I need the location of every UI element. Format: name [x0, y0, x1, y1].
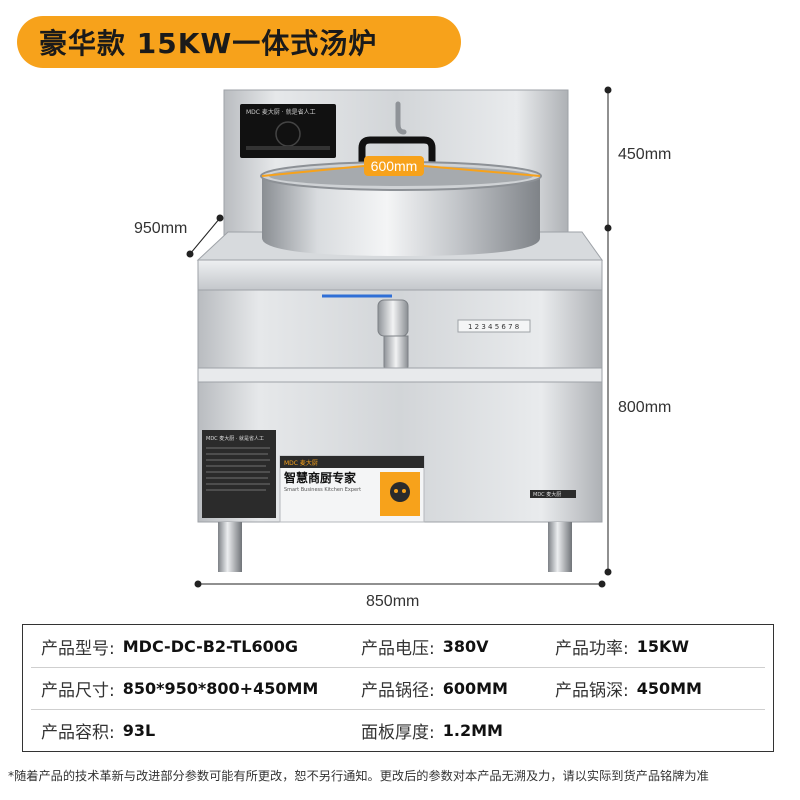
spec-label: 产品锅径:	[361, 680, 435, 701]
brand-label-logo: MDC 麦大厨	[284, 459, 318, 467]
pot-diameter-marker	[364, 156, 424, 176]
spec-label: 产品型号:	[41, 638, 115, 659]
side-logo-plate	[530, 490, 576, 498]
pot-handle-icon	[358, 136, 436, 170]
spec-value: 600MM	[442, 678, 508, 698]
instruction-sticker-brand: MDC 麦大厨 · 就是省人工	[206, 435, 264, 442]
spec-size: 产品尺寸: 850*950*800+450MM	[41, 667, 318, 709]
spec-value: 1.2MM	[442, 720, 503, 740]
spec-label: 产品容积:	[41, 722, 115, 743]
title-banner: 豪华款 15KW一体式汤炉	[17, 16, 461, 68]
instruction-sticker	[202, 430, 276, 518]
control-display-brand: MDC 麦大厨 · 就是省人工	[246, 108, 316, 116]
spec-value: 15KW	[636, 636, 690, 656]
spec-table: 产品型号: MDC-DC-B2-TL600G 产品电压: 380V 产品功率: …	[22, 624, 774, 752]
page-title: 豪华款 15KW一体式汤炉	[39, 27, 378, 60]
spec-model: 产品型号: MDC-DC-B2-TL600G	[41, 625, 298, 667]
side-logo-text: MDC 麦大厨	[533, 491, 561, 498]
leg-left	[218, 522, 242, 572]
spec-volume: 产品容积: 93L	[41, 709, 155, 751]
spec-label: 产品锅深:	[555, 680, 629, 701]
spec-pot-depth: 产品锅深: 450MM	[555, 667, 702, 709]
soup-stove-illustration: MDC 麦大厨 · 就是省人工 600mm 1 2 3 4 5 6 7 8 MD…	[186, 86, 612, 588]
spec-power: 产品功率: 15KW	[555, 625, 689, 667]
spec-pot-diameter: 产品锅径: 600MM	[361, 667, 508, 709]
spec-label: 产品电压:	[361, 638, 435, 659]
brand-label-subtitle: Smart Business Kitchen Expert	[284, 487, 361, 493]
display-strip	[246, 146, 330, 150]
dimension-body-height: 800mm	[618, 399, 672, 416]
power-level-numbers: 1 2 3 4 5 6 7 8	[468, 323, 519, 331]
spec-value: 380V	[442, 636, 489, 656]
power-level-strip	[457, 319, 531, 333]
leg-right	[548, 522, 572, 572]
dimension-back-height: 450mm	[618, 146, 672, 163]
drain-faucet-body	[377, 299, 409, 337]
ledge	[197, 367, 603, 383]
back-water-tap	[395, 101, 407, 135]
spec-label: 产品尺寸:	[41, 680, 115, 701]
disclaimer-footnote: *随着产品的技术革新与改进部分参数可能有所更改，恕不另行通知。更改后的参数对本产…	[8, 769, 709, 783]
spec-row: 产品容积: 93L 面板厚度: 1.2MM	[31, 709, 765, 751]
spec-value: 450MM	[636, 678, 702, 698]
spec-label: 产品功率:	[555, 638, 629, 659]
brand-label-title: 智慧商厨专家	[283, 470, 357, 485]
spec-panel-thickness: 面板厚度: 1.2MM	[361, 709, 503, 751]
dimension-depth: 950mm	[134, 220, 188, 237]
spec-value: 93L	[122, 720, 156, 740]
spec-label: 面板厚度:	[361, 722, 435, 743]
top-band	[197, 259, 603, 291]
spec-row: 产品型号: MDC-DC-B2-TL600G 产品电压: 380V 产品功率: …	[31, 625, 765, 668]
control-display	[240, 104, 336, 158]
pot-diameter-label: 600mm	[371, 158, 418, 174]
spec-value: 850*950*800+450MM	[122, 678, 319, 698]
spec-row: 产品尺寸: 850*950*800+450MM 产品锅径: 600MM 产品锅深…	[31, 667, 765, 710]
dimension-width: 850mm	[366, 593, 420, 610]
spec-voltage: 产品电压: 380V	[361, 625, 489, 667]
pot-body	[262, 176, 540, 256]
spec-value: MDC-DC-B2-TL600G	[122, 636, 298, 656]
